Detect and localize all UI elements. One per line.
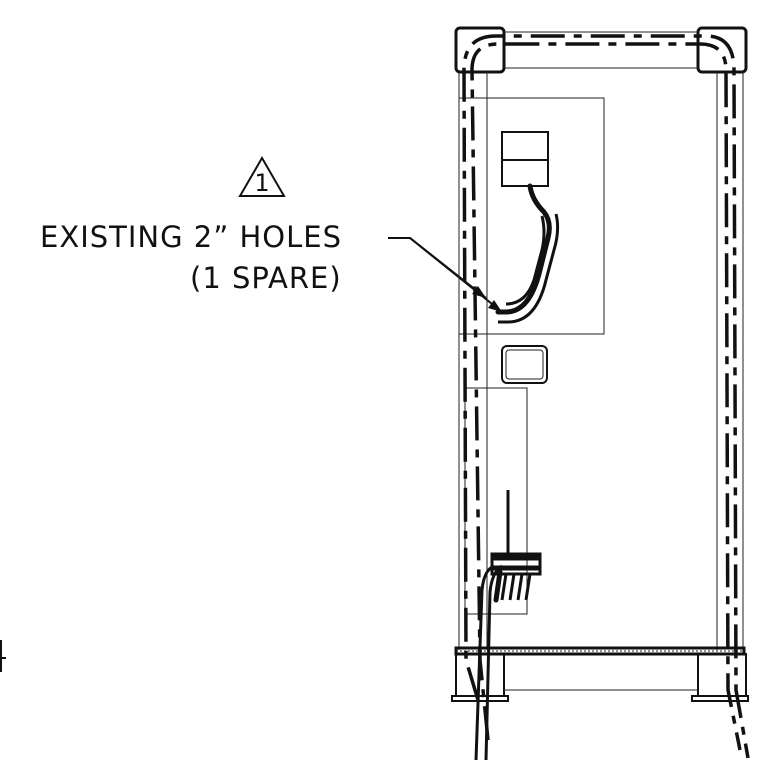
lower-cable-bundle xyxy=(474,490,542,761)
conduit-loop-inner xyxy=(462,34,750,759)
callout-line-2: (1 SPARE) xyxy=(190,261,342,295)
leader-lines xyxy=(388,237,503,313)
right-base-plate xyxy=(691,695,749,702)
revision-triangle: 1 xyxy=(238,156,286,197)
bottom-right-foot xyxy=(697,653,747,697)
top-left-corner-cap xyxy=(454,26,506,74)
edge-mark xyxy=(0,640,6,672)
revision-number: 1 xyxy=(254,169,269,197)
conduit-loop xyxy=(470,42,742,751)
upper-panel xyxy=(458,97,605,335)
upper-cable xyxy=(495,183,560,324)
lower-panel xyxy=(464,387,528,615)
cabinet-frame xyxy=(451,26,749,702)
left-base-plate xyxy=(451,695,509,702)
top-right-corner-cap xyxy=(696,26,748,74)
callout-line-1: EXISTING 2” HOLES xyxy=(40,220,342,254)
equipment-panels xyxy=(458,97,605,615)
small-box xyxy=(501,345,548,384)
